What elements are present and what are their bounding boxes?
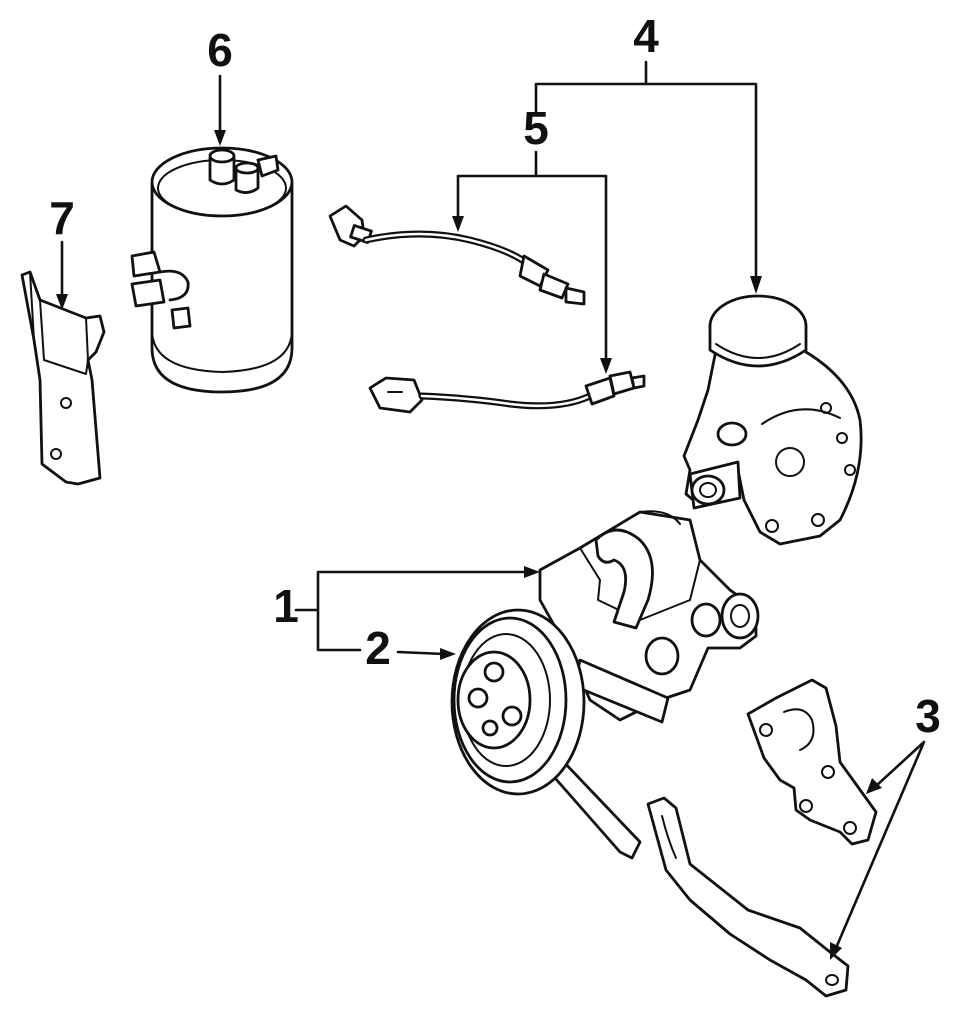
part-2-pulley <box>450 608 586 796</box>
leader-lines <box>56 60 926 960</box>
callout-3: 3 <box>915 690 941 742</box>
callout-2: 2 <box>365 622 391 674</box>
part-3-bracket-lower <box>646 796 850 998</box>
part-4-valve <box>682 294 863 546</box>
part-7-bracket <box>20 270 106 486</box>
part-1-pump <box>538 510 760 860</box>
part-5-sensor-lower <box>368 370 646 414</box>
part-3-bracket-upper <box>746 678 878 846</box>
part-5-sensor-upper <box>328 204 586 306</box>
callout-1: 1 <box>273 580 299 632</box>
part-6-canister <box>130 146 294 394</box>
callout-5: 5 <box>523 102 549 154</box>
callout-6: 6 <box>207 24 233 76</box>
callout-7: 7 <box>49 192 75 244</box>
callout-4: 4 <box>633 10 659 62</box>
